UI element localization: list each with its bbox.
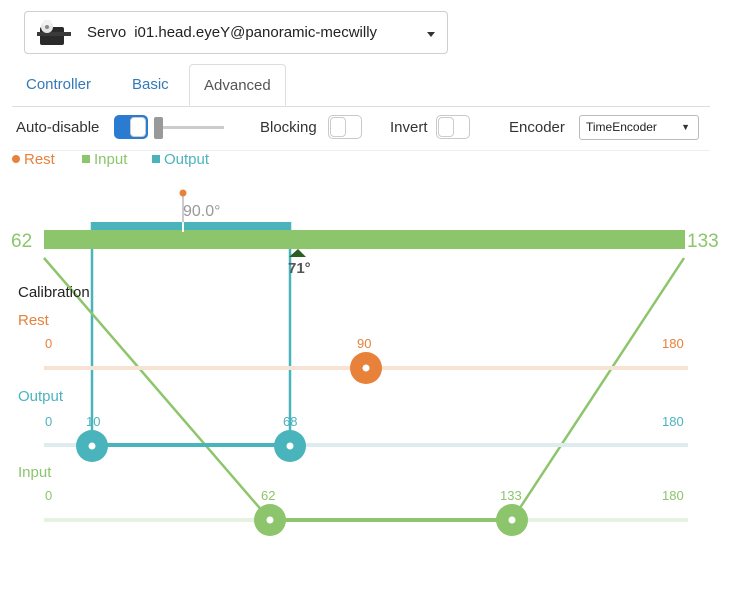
legend-output: Output	[152, 151, 209, 168]
input-connector-low	[43, 257, 271, 521]
output-max-label: 180	[662, 414, 684, 429]
auto-disable-delay-thumb[interactable]	[154, 117, 163, 139]
toggle-knob	[330, 117, 346, 137]
toggle-knob	[438, 117, 454, 137]
auto-disable-delay-track[interactable]	[156, 126, 224, 129]
toolbar: Auto-disable Blocking Invert Encoder	[0, 112, 750, 146]
input-low-tick-label: 62	[261, 488, 275, 503]
divider	[12, 150, 710, 151]
current-position-marker[interactable]	[289, 249, 306, 257]
invert-label: Invert	[390, 119, 428, 136]
tab-advanced[interactable]: Advanced	[189, 64, 286, 106]
auto-disable-toggle[interactable]	[114, 115, 148, 139]
servo-name: i01.head.eyeY@panoramic-mecwilly	[134, 24, 378, 41]
input-max-label: 133	[687, 231, 719, 252]
output-slider-label: Output	[18, 388, 64, 405]
legend-output-label: Output	[164, 151, 210, 168]
output-low-tick-label: 10	[86, 414, 100, 429]
tab-basic[interactable]: Basic	[132, 76, 169, 93]
input-square-icon	[82, 155, 90, 163]
encoder-label: Encoder	[509, 119, 565, 136]
rest-slider-label: Rest	[18, 312, 50, 329]
legend-input: Input	[82, 151, 127, 168]
output-slider-track[interactable]	[44, 443, 688, 447]
legend-rest-label: Rest	[24, 151, 55, 168]
output-slider-range	[92, 443, 290, 447]
output-square-icon	[152, 155, 160, 163]
output-low-handle-dot	[88, 442, 96, 450]
input-high-tick-label: 133	[500, 488, 522, 503]
servo-type-label: Servo	[87, 24, 127, 41]
output-min-label: 0	[45, 414, 52, 429]
input-low-handle-dot	[266, 516, 274, 524]
input-slider-range	[270, 518, 512, 522]
legend-rest: Rest	[12, 151, 55, 168]
tab-bar: Controller Basic Advanced	[12, 64, 710, 107]
input-min-label: 62	[11, 231, 32, 252]
input-connector-high	[510, 257, 686, 521]
encoder-select[interactable]: TimeEncoder ▼	[579, 115, 699, 140]
calibration-title: Calibration	[18, 284, 90, 301]
current-position-label: 71°	[288, 260, 311, 277]
chevron-down-icon: ▼	[681, 122, 690, 132]
legend-input-label: Input	[94, 151, 128, 168]
invert-toggle[interactable]	[436, 115, 470, 139]
output-high-handle-dot	[286, 442, 294, 450]
rest-dot-icon	[12, 155, 20, 163]
output-high-tick-label: 68	[283, 414, 297, 429]
input-high-handle-dot	[508, 516, 516, 524]
servo-selector[interactable]: Servo i01.head.eyeY@panoramic-mecwilly	[24, 11, 448, 54]
rest-slider-handle-dot	[362, 364, 370, 372]
encoder-select-value: TimeEncoder	[586, 120, 657, 134]
input-range-bar	[44, 230, 685, 249]
chevron-down-icon	[427, 32, 435, 37]
rest-min-label: 0	[45, 336, 52, 351]
input-min-tick-label: 0	[45, 488, 52, 503]
rest-value-label: 90.0°	[183, 203, 221, 220]
tab-controller[interactable]: Controller	[26, 76, 92, 93]
toggle-knob	[130, 117, 146, 137]
blocking-toggle[interactable]	[328, 115, 362, 139]
servo-icon	[37, 20, 71, 45]
auto-disable-label: Auto-disable	[16, 119, 100, 136]
rest-marker-dot	[179, 189, 187, 197]
blocking-label: Blocking	[260, 119, 317, 136]
input-max-tick-label: 180	[662, 488, 684, 503]
input-slider-label: Input	[18, 464, 52, 481]
rest-value-tick-label: 90	[357, 336, 371, 351]
rest-max-label: 180	[662, 336, 684, 351]
output-range-bar	[92, 222, 291, 232]
